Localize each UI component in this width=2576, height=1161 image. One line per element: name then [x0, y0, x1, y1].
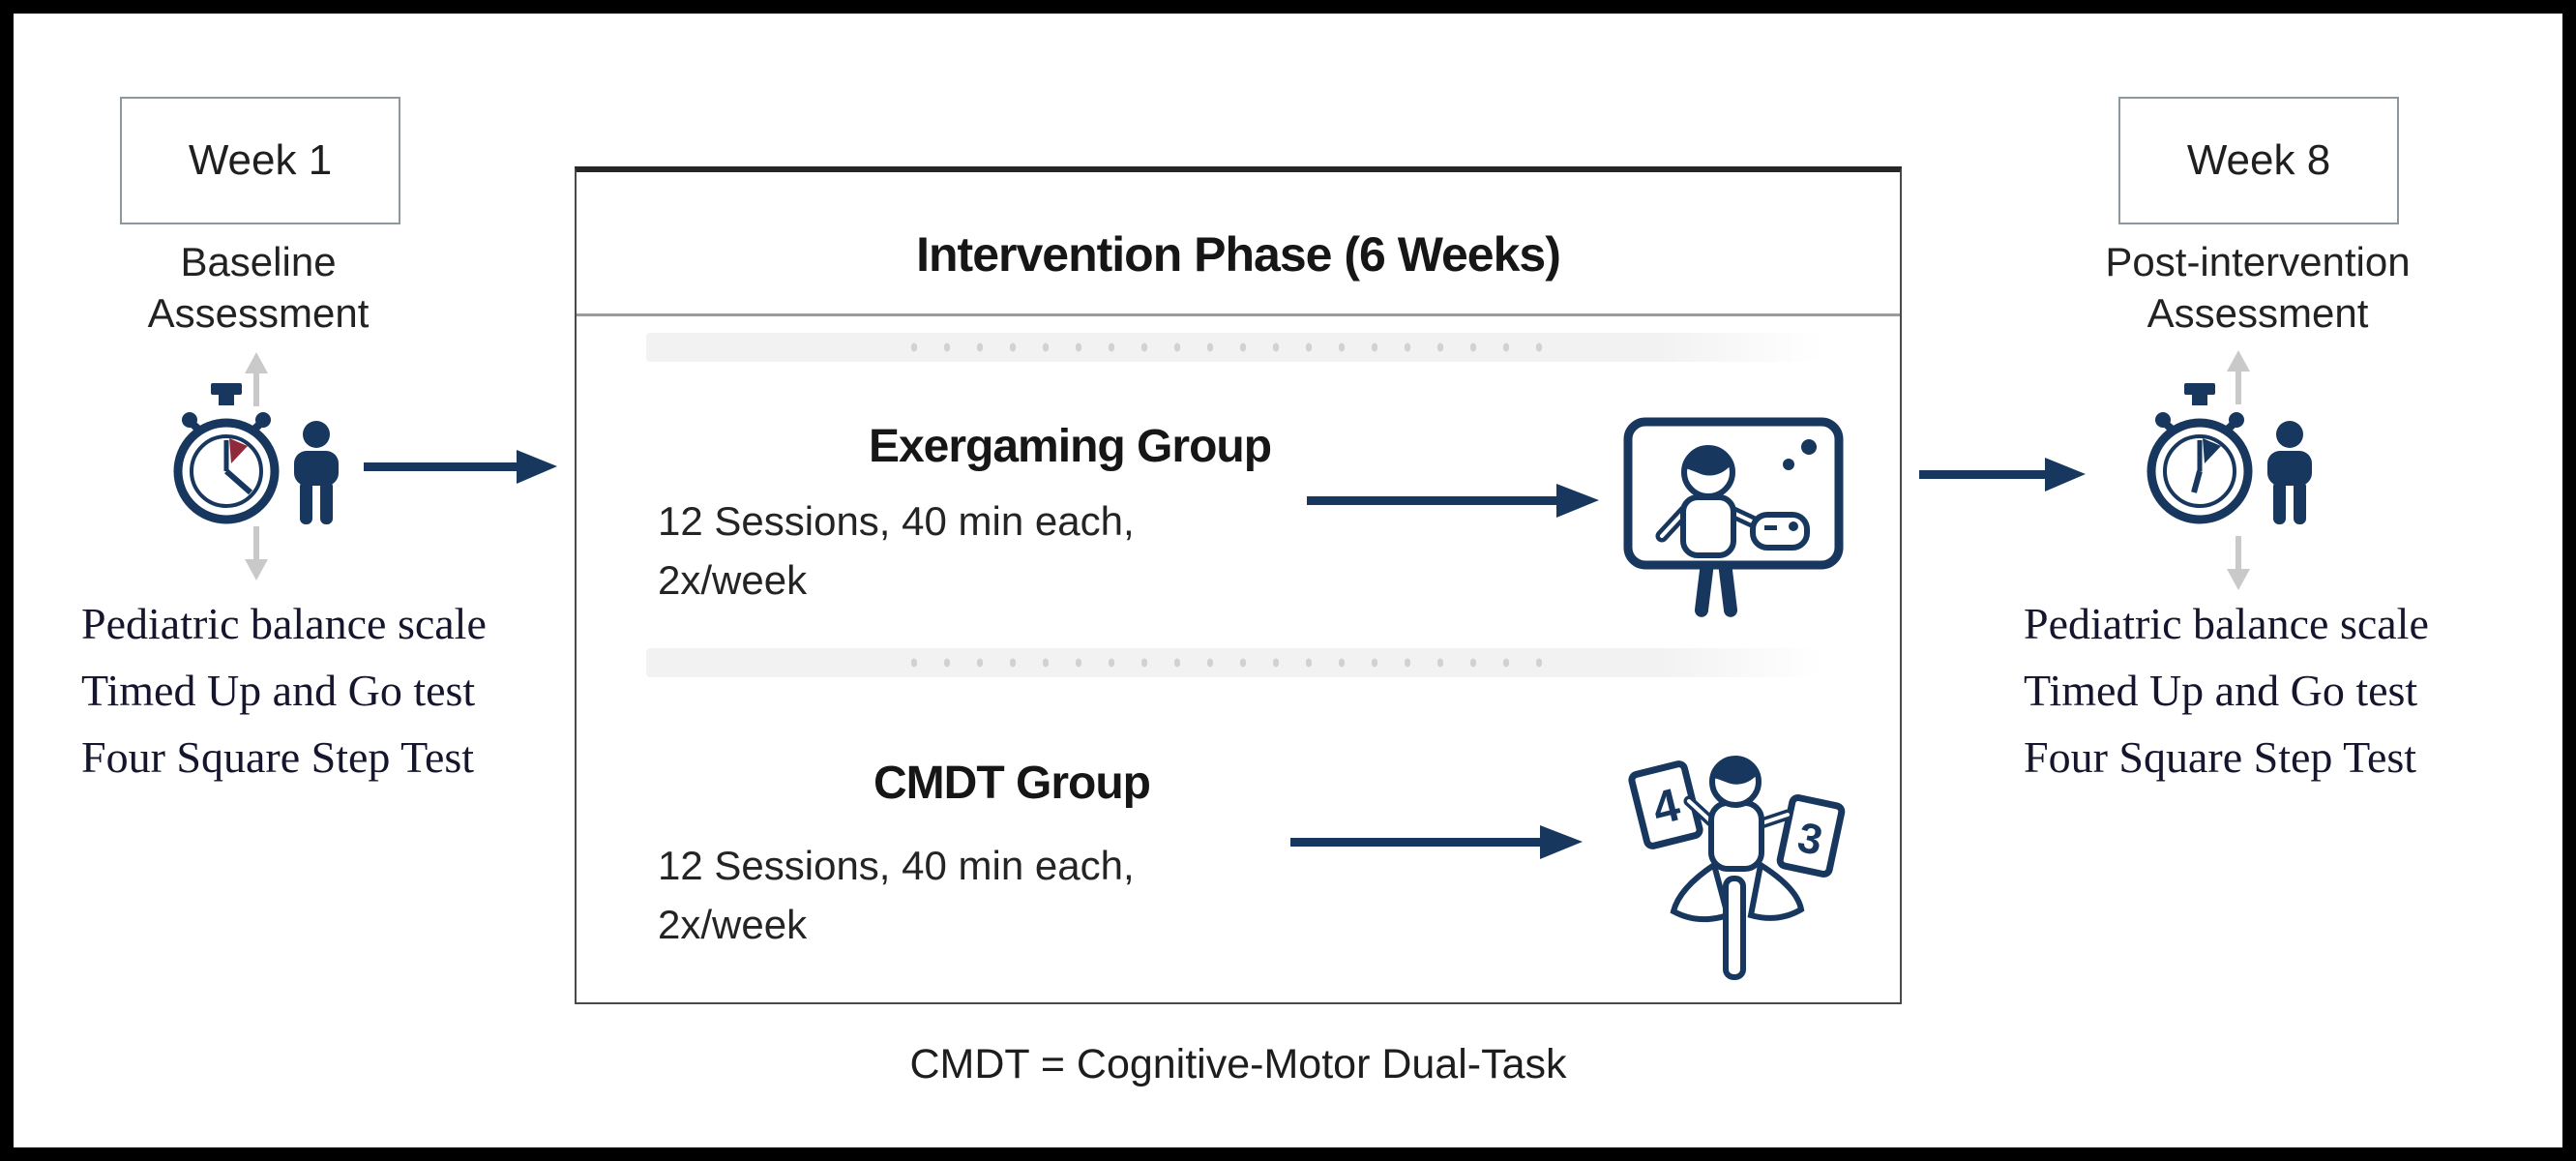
flow-arrow-cmdt-icon — [1290, 825, 1583, 859]
test-item: Timed Up and Go test — [81, 666, 476, 715]
post-tests-list: Pediatric balance scale Timed Up and Go … — [2024, 590, 2478, 790]
game-controller-icon — [1750, 512, 1810, 551]
test-item: Pediatric balance scale — [2024, 599, 2429, 648]
child-icon — [294, 421, 339, 524]
flow-arrow-left-icon — [364, 450, 557, 484]
group-exergaming-heading: Exergaming Group — [868, 421, 1272, 472]
week1-box: Week 1 — [120, 97, 400, 224]
stopwatch-wedge — [2203, 438, 2221, 463]
baseline-tests-list: Pediatric balance scale Timed Up and Go … — [81, 590, 536, 790]
week1-label: Week 1 — [188, 136, 333, 184]
number-card-right: 3 — [1776, 793, 1846, 878]
intervention-title: Intervention Phase (6 Weeks) — [916, 227, 1561, 282]
test-item: Four Square Step Test — [2024, 732, 2417, 782]
gray-up-arrow-icon — [2227, 350, 2250, 404]
test-item: Pediatric balance scale — [81, 599, 487, 648]
test-item: Timed Up and Go test — [2024, 666, 2418, 715]
gray-up-arrow-icon — [245, 352, 268, 406]
stopwatch-icon — [2147, 383, 2253, 524]
progress-dots-strip — [646, 333, 1822, 362]
group-exergaming-details: 12 Sessions, 40 min each, 2x/week — [658, 498, 1135, 603]
test-item: Four Square Step Test — [81, 732, 475, 782]
stopwatch-icon — [173, 383, 280, 524]
group-cmdt-heading: CMDT Group — [873, 758, 1151, 809]
stopwatch-wedge — [229, 438, 248, 463]
title-divider — [577, 313, 1900, 316]
cmdt-footnote: CMDT = Cognitive-Motor Dual-Task — [909, 1041, 1567, 1087]
flow-arrow-right-icon — [1919, 458, 2086, 491]
progress-dots — [898, 333, 1552, 362]
balance-dual-task-icon: 4 3 — [1628, 756, 1846, 980]
exergaming-screen-icon — [1623, 417, 1844, 617]
week8-box: Week 8 — [2118, 97, 2399, 224]
gray-down-arrow-icon — [245, 526, 268, 580]
intervention-phase-box: Intervention Phase (6 Weeks) Exergaming … — [575, 166, 1902, 1004]
flow-arrow-exergaming-icon — [1307, 484, 1599, 518]
gray-down-arrow-icon — [2227, 536, 2250, 590]
post-intervention-label: Post-intervention Assessment — [2105, 239, 2411, 336]
progress-dots-strip — [646, 648, 1822, 677]
group-cmdt-details: 12 Sessions, 40 min each, 2x/week — [658, 843, 1135, 947]
week8-label: Week 8 — [2186, 136, 2331, 184]
baseline-assessment-label: Baseline Assessment — [147, 239, 370, 336]
progress-dots — [898, 648, 1552, 677]
child-icon — [2267, 421, 2312, 524]
